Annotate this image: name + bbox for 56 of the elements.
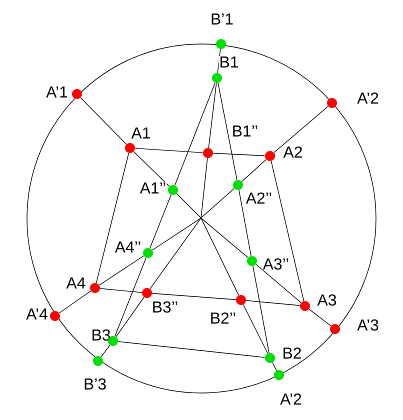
line — [118, 341, 266, 358]
point-label: B’3 — [82, 378, 108, 390]
point-label: B1’’ — [231, 125, 259, 137]
point-label: B3’’ — [151, 300, 179, 314]
line — [270, 160, 304, 302]
line — [242, 304, 268, 354]
line — [174, 82, 216, 186]
line — [272, 362, 277, 371]
point-label: B3 — [90, 328, 112, 342]
line — [100, 288, 142, 293]
line — [242, 159, 266, 182]
line — [201, 188, 234, 218]
line — [152, 218, 201, 250]
line — [246, 300, 300, 306]
line — [134, 148, 204, 154]
line — [200, 158, 208, 218]
point-label: A3’’ — [262, 258, 290, 270]
point-label: A4 — [66, 277, 86, 289]
line — [100, 344, 110, 358]
point-label: B2’’ — [209, 312, 237, 324]
point-label: A’2 — [356, 92, 380, 104]
point-label: A1 — [130, 127, 152, 139]
point-label: A1’’ — [139, 182, 167, 194]
point-label: A2 — [282, 146, 304, 158]
line — [256, 264, 302, 303]
point-label: A’2 — [280, 392, 302, 406]
line — [238, 190, 252, 256]
point-label: A’1 — [46, 86, 68, 98]
point-label: A2’’ — [245, 192, 273, 204]
line — [114, 257, 146, 337]
line — [218, 82, 238, 180]
point-label: B1 — [218, 56, 240, 68]
line — [252, 266, 270, 354]
line — [217, 48, 221, 74]
point-label: A4’’ — [114, 241, 142, 253]
line — [58, 290, 92, 314]
line — [150, 218, 202, 290]
point-label: A3 — [316, 294, 338, 306]
line — [274, 106, 328, 153]
line — [99, 256, 144, 286]
point-label: B2 — [282, 346, 302, 360]
point-label: B’1 — [210, 13, 234, 25]
line — [201, 218, 248, 258]
line — [80, 97, 127, 145]
line — [96, 152, 130, 284]
line — [152, 293, 236, 300]
point-label: A’4 — [26, 308, 48, 320]
line — [116, 296, 144, 338]
line — [308, 308, 332, 326]
line — [150, 194, 172, 249]
line — [212, 152, 266, 156]
line — [200, 218, 240, 296]
point-label: A’3 — [356, 318, 380, 332]
line — [133, 151, 170, 187]
line — [176, 193, 201, 218]
line — [208, 82, 217, 148]
